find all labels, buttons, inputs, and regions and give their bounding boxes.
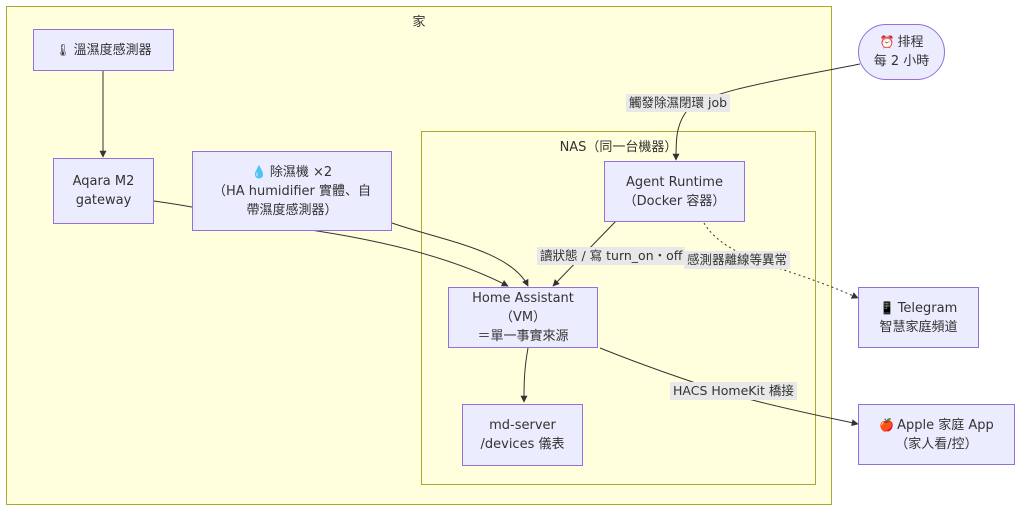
alarm-clock-icon: ⏰ xyxy=(879,35,895,49)
thermometer-icon: 🌡 xyxy=(55,42,71,57)
node-telegram: 📱Telegram 智慧家庭頻道 xyxy=(858,287,979,348)
node-agent-line2: （Docker 容器） xyxy=(623,193,726,209)
edge-label-readwrite: 讀狀態 / 寫 turn_on・off xyxy=(537,247,686,265)
edge-label-trigger: 觸發除濕閉環 job xyxy=(626,94,731,112)
node-temp-humidity-sensor: 🌡溫濕度感測器 xyxy=(33,29,174,71)
node-telegram-line1: Telegram xyxy=(897,300,958,316)
node-ha-line2: ＝單一事實來源 xyxy=(477,329,569,344)
node-apple-line1: Apple 家庭 App xyxy=(897,417,994,433)
node-dehumidifier-line1: 除濕機 ×2 xyxy=(269,164,333,180)
node-mdserver-line1: md-server xyxy=(489,418,556,433)
node-dehumidifier-line2: （HA humidifier 實體、自 xyxy=(212,183,372,199)
edge-label-offline: 感測器離線等異常 xyxy=(684,251,791,269)
node-apple-line2: （家人看/控） xyxy=(895,436,978,452)
node-gateway-line1: Aqara M2 xyxy=(72,174,135,189)
edge-label-homekit: HACS HomeKit 橋接 xyxy=(670,382,797,400)
node-mdserver-line2: /devices 儀表 xyxy=(480,437,565,452)
phone-icon: 📱 xyxy=(879,300,895,315)
node-home-assistant: Home Assistant（VM） ＝單一事實來源 xyxy=(448,287,598,348)
node-dehumidifier: 💧除濕機 ×2 （HA humidifier 實體、自 帶濕度感測器） xyxy=(192,151,392,231)
node-aqara-gateway: Aqara M2 gateway xyxy=(53,158,154,224)
cluster-nas-title: NAS（同一台機器） xyxy=(559,140,678,155)
node-md-server: md-server /devices 儀表 xyxy=(462,404,583,466)
node-sensor-label: 溫濕度感測器 xyxy=(73,42,152,58)
node-agent-line1: Agent Runtime xyxy=(626,174,723,190)
node-schedule: ⏰排程 每 2 小時 xyxy=(858,24,945,80)
apple-icon: 🍎 xyxy=(879,417,895,432)
node-dehumidifier-line3: 帶濕度感測器） xyxy=(246,202,338,218)
node-gateway-line2: gateway xyxy=(75,193,132,208)
node-schedule-line2: 每 2 小時 xyxy=(873,54,930,69)
cluster-home-title: 家 xyxy=(412,15,426,30)
node-apple-home: 🍎Apple 家庭 App （家人看/控） xyxy=(858,404,1015,465)
node-ha-line1: Home Assistant（VM） xyxy=(472,291,574,325)
node-telegram-line2: 智慧家庭頻道 xyxy=(879,319,958,335)
droplet-icon: 💧 xyxy=(251,164,267,179)
node-schedule-line1: 排程 xyxy=(897,35,924,50)
node-agent-runtime: Agent Runtime （Docker 容器） xyxy=(604,161,745,222)
